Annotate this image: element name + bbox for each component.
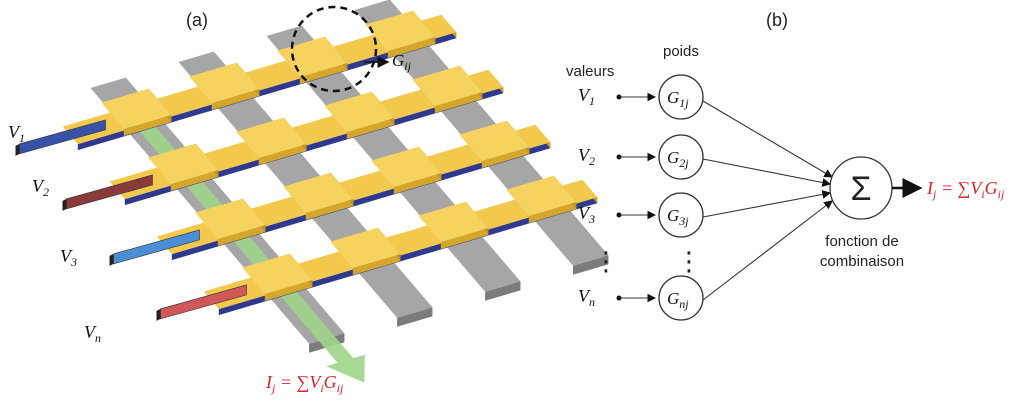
junction-tile [506,175,577,216]
bottom-electrode-front [573,255,609,275]
input-row-1: V1 G1j [578,74,704,120]
weights-heading: poids [663,43,699,60]
junction-tile [418,201,489,242]
panel-b: (b) valeurs poids V1 G1j V2 [566,10,1005,321]
input-vn: Vn [578,286,595,309]
input-voltage-bar-end [109,253,114,266]
combination-label-line1: fonction de [825,233,898,250]
panel-a-label: (a) [186,10,208,30]
edge-g1-sum [702,100,833,178]
junction-tile-front [264,280,313,301]
junction-tile-front [217,225,266,246]
junction-tile [283,172,354,213]
values-heading: valeurs [566,63,614,80]
junction-tile-front [434,92,483,113]
junction-tile-front [528,202,577,223]
junction-tile-front [305,199,354,220]
conductance-label: Gij [392,51,412,73]
input-label-v1: V1 [8,122,25,145]
bottom-electrode-front [397,307,433,327]
input-v3: V3 [578,203,595,226]
top-electrode-underside [77,32,457,151]
input-row-n: Vn Gnj [578,275,704,321]
junction-tile-front [393,173,442,194]
inputs-ellipsis: ⋮ [593,246,619,276]
input-v2: V2 [578,145,595,168]
junction-tile-front [481,147,530,168]
input-voltage-bar-end [156,308,161,321]
junction-tile [236,117,307,158]
panel-a: (a) Gij V1 V2 V3 Vn Ij = ∑ViGij [8,0,609,395]
weight-g3j: G3j [667,206,689,228]
combination-label-line2: combinaison [820,253,904,270]
junction-tile [195,198,266,239]
junction-tile-front [123,115,172,136]
junction-tile-front [387,37,436,58]
weight-node-g3j [658,192,704,238]
top-electrode-underside [218,197,598,316]
junction-tile [324,91,395,132]
junction-tile [371,146,442,187]
weight-g1j: G1j [667,88,689,110]
input-label-vn: Vn [84,322,101,345]
weight-g2j: G2j [667,148,689,170]
weights-ellipsis: ⋮ [676,246,702,276]
input-row-2: V2 G2j [578,134,704,180]
input-label-v3: V3 [60,246,77,269]
edge-g3-sum [702,190,832,218]
edge-gn-sum [702,200,833,301]
edge-g2-sum [702,158,832,187]
junction-tile-front [346,118,395,139]
crossbar-output-current-formula: Ij = ∑ViGij [265,372,344,395]
crossbar-array [15,0,609,383]
junction-tile-front [299,63,348,84]
junction-tile [412,65,483,106]
junction-tile [365,10,436,52]
summation-symbol: Σ [850,170,871,208]
weight-gnj: Gnj [667,289,689,311]
top-electrode-underside [124,87,504,206]
bottom-electrode-front [485,281,521,301]
input-label-v2: V2 [32,176,49,199]
junction-tile-front [170,170,219,191]
junction-tile [101,88,172,129]
junction-tile-front [440,228,489,249]
top-electrode-underside [171,142,551,261]
junction-tile [148,143,219,184]
junction-tile [330,227,401,268]
input-voltage-bar-end [15,143,20,156]
weight-node-gnj [658,275,704,321]
input-v1: V1 [578,85,595,108]
junction-tile-front [352,254,401,275]
junction-tile [189,62,260,103]
junction-highlight-circle [290,5,378,93]
weight-node-g2j [658,134,704,180]
weight-node-g1j [658,74,704,120]
input-voltage-bar-end [62,198,67,211]
panel-b-label: (b) [766,10,788,30]
junction-tile-front [258,144,307,165]
junction-tile-front [211,89,260,110]
junction-tile [242,253,313,294]
junction-tile [459,120,530,161]
input-row-3: V3 G3j [578,192,704,238]
neuron-output-formula: Ij = ∑ViGij [926,178,1005,201]
